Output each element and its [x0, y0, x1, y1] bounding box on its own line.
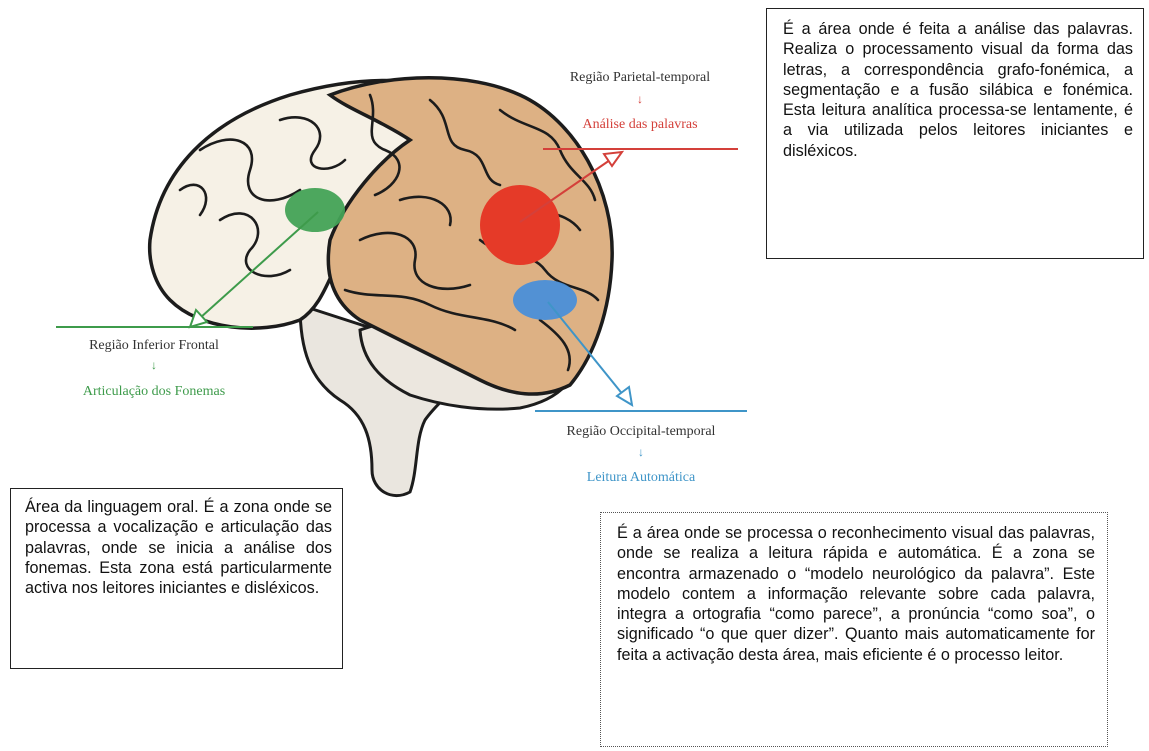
arrow-to-frontal [188, 211, 319, 329]
occipital-down-arrow: ↓ [638, 445, 644, 459]
frontal-region-spot [285, 188, 345, 232]
occipital-region-label: Região Occipital-temporal [566, 424, 716, 439]
frontal-region-label: Região Inferior Frontal [89, 338, 219, 353]
brain-folds [178, 93, 600, 372]
arrow-to-parietal [519, 150, 625, 223]
frontal-function-label: Articulação dos Fonemas [82, 384, 226, 399]
parietal-region-spot [480, 185, 560, 265]
parietal-region-label: Região Parietal-temporal [569, 70, 711, 85]
arrow-to-occipital [547, 301, 634, 407]
occipital-region-spot [513, 280, 577, 320]
frontal-description-box: Área da linguagem oral. É a zona onde se… [10, 488, 343, 669]
occipital-description-box: É a área onde se processa o reconhecimen… [600, 512, 1108, 747]
parietal-down-arrow: ↓ [637, 92, 643, 106]
frontal-down-arrow: ↓ [151, 358, 157, 372]
occipital-function-label: Leitura Automática [586, 470, 696, 485]
parietal-description-box: É a área onde é feita a análise das pala… [766, 8, 1144, 259]
parietal-function-label: Análise das palavras [582, 117, 698, 132]
